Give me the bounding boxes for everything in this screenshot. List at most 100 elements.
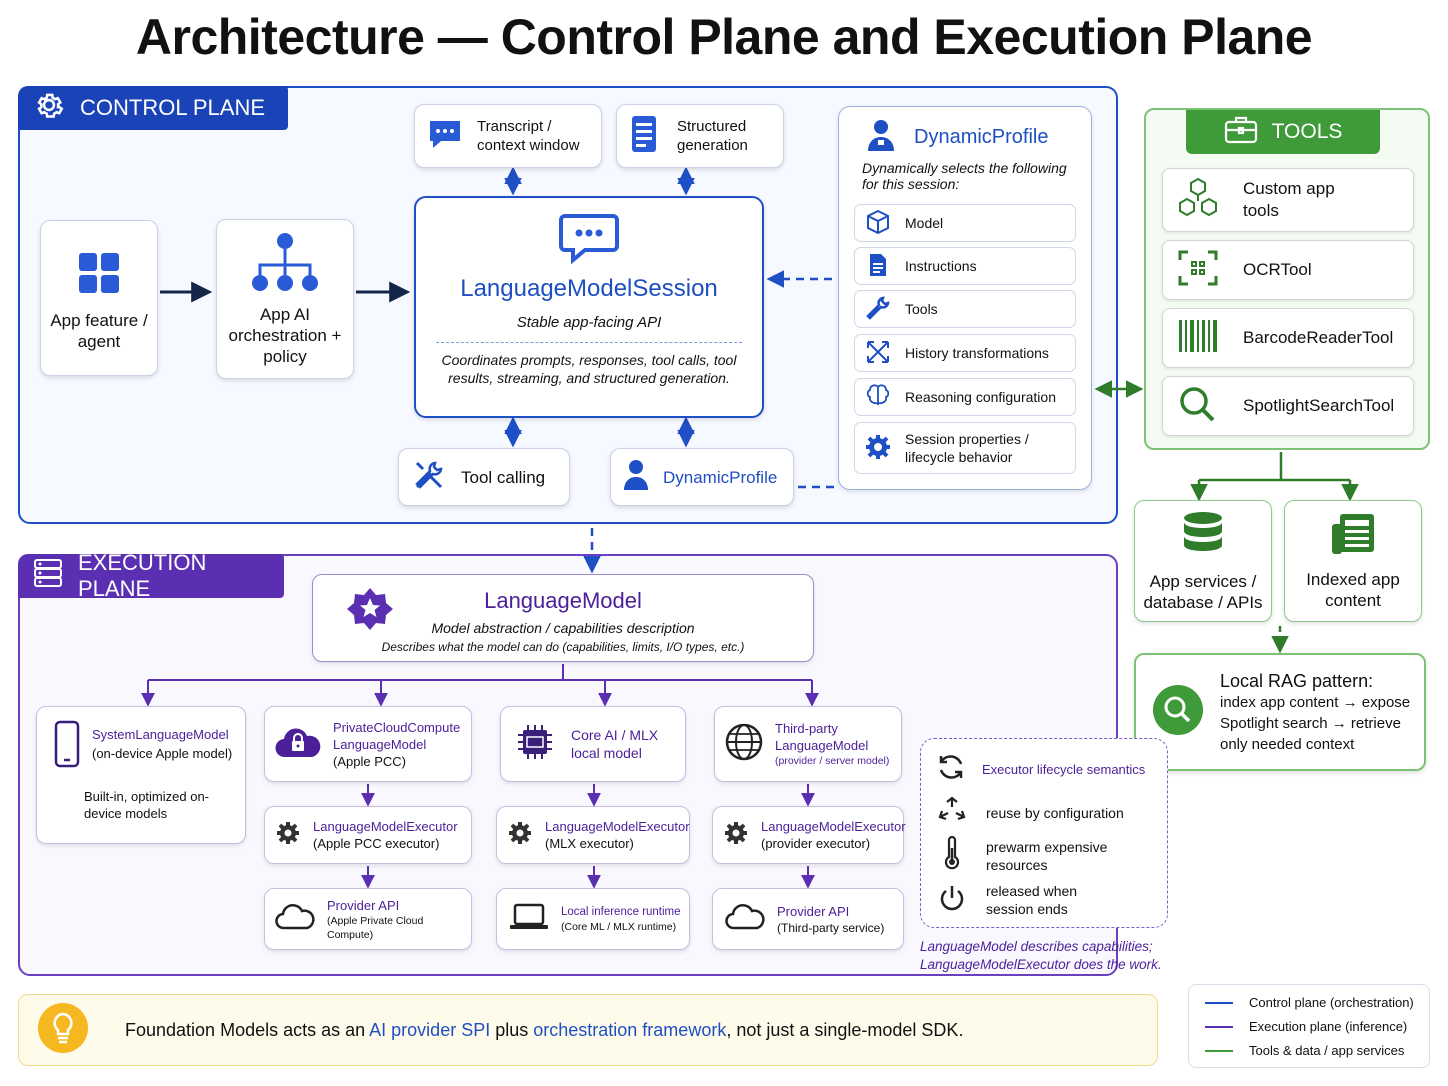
legend-label: Execution plane (inference) (1249, 1019, 1408, 1034)
tool-item-label: OCRTool (1243, 260, 1312, 279)
pcc-provider-subtitle: (Apple Private Cloud Compute) (327, 914, 424, 941)
profile-item-history: History transformations (854, 334, 1076, 372)
mlx-executor-title: LanguageModelExecutor (545, 819, 690, 834)
dynamic-profile-title: DynamicProfile (914, 126, 1049, 148)
tool-calling-node: Tool calling (398, 448, 570, 506)
pcc-executor-subtitle: (Apple PCC executor) (313, 836, 440, 851)
legend-item-control: Control plane (orchestration) (1205, 995, 1414, 1010)
legend: Control plane (orchestration) Execution … (1188, 984, 1430, 1068)
dynamic-profile-node: DynamicProfile (610, 448, 794, 506)
third-party-provider-node: Provider API (Third-party service) (712, 888, 904, 950)
profile-item-model: Model (854, 204, 1076, 242)
summary-note: Foundation Models acts as an AI provider… (18, 994, 1158, 1066)
mlx-executor-subtitle: (MLX executor) (545, 836, 634, 851)
mlx-executor-node: LanguageModelExecutor (MLX executor) (496, 806, 690, 864)
summary-prefix: Foundation Models acts as an (125, 1019, 370, 1040)
system-model-note: Built-in, optimized on-device models (84, 789, 209, 821)
structured-generation-node: Structured generation (616, 104, 784, 168)
profile-item-label: Tools (905, 301, 938, 317)
pcc-model-title: PrivateCloudCompute LanguageModel (333, 719, 461, 752)
system-model-subtitle: (on-device Apple model) (92, 746, 233, 761)
dynamic-profile-header: DynamicProfile (866, 118, 1048, 157)
gear-icon (32, 88, 66, 128)
profile-item-label: History transformations (905, 345, 1049, 361)
profile-item-instructions: Instructions (854, 247, 1076, 285)
toolbox-icon (1224, 114, 1258, 150)
pcc-executor-node: LanguageModelExecutor (Apple PCC executo… (264, 806, 472, 864)
legend-swatch (1205, 1049, 1233, 1052)
pcc-provider-node: Provider API (Apple Private Cloud Comput… (264, 888, 472, 950)
tool-calling-label: Tool calling (461, 467, 546, 487)
third-party-executor-title: LanguageModelExecutor (761, 819, 906, 834)
lifecycle-item-release: released when session ends (938, 882, 1106, 918)
pcc-executor-title: LanguageModelExecutor (313, 819, 458, 834)
lightbulb-icon (37, 1002, 89, 1059)
language-model-description: Describes what the model can do (capabil… (381, 640, 745, 654)
lifecycle-item-label: released when session ends (986, 883, 1078, 917)
third-party-executor-subtitle: (provider executor) (761, 836, 871, 851)
legend-swatch (1205, 1025, 1233, 1028)
rag-title: Local RAG pattern: (1220, 670, 1374, 691)
user-badge-icon (866, 118, 896, 157)
system-model-node (36, 706, 246, 844)
pcc-model-node: PrivateCloudCompute LanguageModel (Apple… (264, 706, 472, 782)
transcript-label: Transcript / context window (477, 118, 580, 154)
rag-text: index app content → expose Spotlight sea… (1220, 693, 1411, 753)
tools-tab: TOOLS (1186, 110, 1380, 154)
thermometer-icon (938, 835, 966, 875)
star-badge-icon (346, 586, 394, 635)
brain-icon (865, 383, 891, 412)
tools-label: TOOLS (1271, 120, 1343, 143)
execution-plane-tab: EXECUTION PLANE (18, 550, 284, 601)
app-feature-label: App feature / agent (50, 310, 148, 351)
profile-item-reasoning: Reasoning configuration (854, 378, 1076, 416)
legend-item-tools: Tools & data / app services (1205, 1043, 1404, 1058)
orchestration-label: App AI orchestration + policy (228, 305, 342, 366)
cog-icon (275, 820, 301, 851)
mlx-runtime-title: Local inference runtime (561, 906, 681, 918)
lifecycle-item-label: reuse by configuration (986, 804, 1124, 821)
summary-text: Foundation Models acts as an AI provider… (125, 1020, 963, 1041)
page-title: Architecture — Control Plane and Executi… (135, 9, 1313, 65)
grid-icon (77, 251, 121, 300)
profile-item-label: Session properties / lifecycle behavior (905, 431, 1029, 465)
profile-item-tools: Tools (854, 290, 1076, 328)
pcc-model-subtitle: (Apple PCC) (333, 753, 406, 769)
session-subtitle: Stable app-facing API (516, 314, 662, 331)
summary-middle: plus (490, 1019, 534, 1040)
mlx-runtime-subtitle: (Core ML / MLX runtime) (561, 921, 677, 933)
profile-item-label: Model (905, 215, 944, 231)
dynamic-profile-label: DynamicProfile (663, 467, 778, 487)
rag-node: Local RAG pattern: index app content → e… (1134, 653, 1426, 771)
document-icon (631, 115, 657, 158)
third-party-provider-title: Provider API (777, 903, 850, 919)
cloud-lock-icon (275, 723, 321, 766)
session-divider (436, 342, 742, 343)
newspaper-icon (1330, 512, 1376, 561)
third-party-provider-subtitle: (Third-party service) (777, 920, 885, 935)
app-services-label: App services / database / APIs (1143, 571, 1263, 612)
message-icon (559, 212, 619, 269)
settings-icon (865, 434, 891, 463)
language-model-subtitle: Model abstraction / capabilities descrip… (431, 620, 695, 636)
tool-item-label: SpotlightSearchTool (1243, 396, 1395, 415)
globe-icon (725, 723, 763, 766)
cube-icon (865, 209, 891, 238)
third-party-executor-node: LanguageModelExecutor (provider executor… (712, 806, 906, 864)
shuffle-icon (865, 339, 891, 368)
lifecycle-item-prewarm: prewarm expensive resources (938, 835, 1116, 875)
third-party-model-title: Third-party LanguageModel (775, 721, 869, 753)
app-services-node: App services / database / APIs (1134, 500, 1272, 622)
legend-swatch (1205, 1001, 1233, 1004)
session-title: LanguageModelSession (460, 275, 718, 302)
tool-item-spotlight: SpotlightSearchTool (1162, 376, 1414, 436)
tool-item-custom: Custom app tools (1162, 168, 1414, 232)
transcript-node: Transcript / context window (414, 104, 602, 168)
lifecycle-title: Executor lifecycle semantics (982, 762, 1146, 777)
scan-icon (1175, 248, 1221, 293)
refresh-icon (936, 752, 966, 787)
lifecycle-item-reuse: reuse by configuration (938, 796, 1124, 829)
wrench-icon (865, 295, 891, 324)
session-node: LanguageModelSession Stable app-facing A… (414, 196, 764, 418)
search-circle-icon (1152, 684, 1204, 741)
